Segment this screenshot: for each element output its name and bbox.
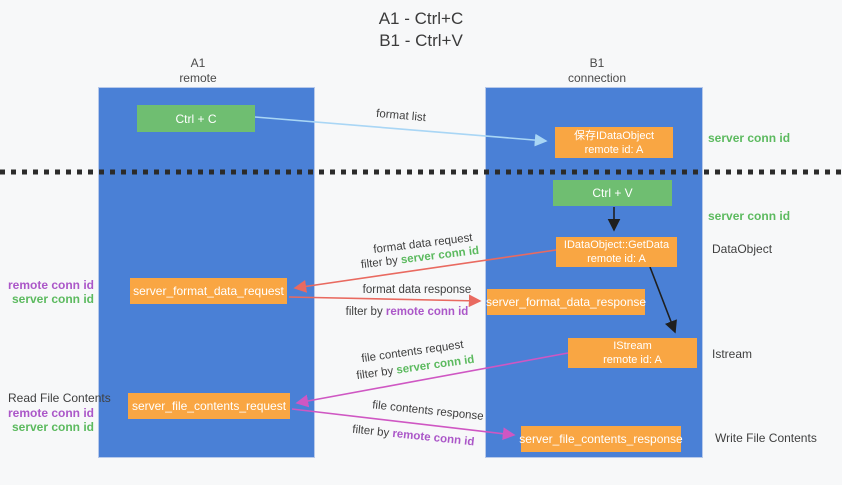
remote-conn-id-text: remote conn id: [385, 306, 469, 318]
filter-by-text: filter by: [345, 306, 386, 318]
format-list-label: format list: [375, 107, 427, 125]
istream-box: IStream remote id: A: [568, 338, 697, 368]
read-file-contents-annotation: Read File Contents: [8, 391, 111, 405]
ctrl-c-box: Ctrl + C: [137, 105, 255, 132]
right-column-header: B1 connection: [497, 56, 697, 86]
server-format-data-response-box: server_format_data_response: [485, 289, 647, 315]
left-column-name: A1: [190, 56, 206, 70]
server-conn-id-annotation-left-1: server conn id: [11, 292, 94, 306]
left-column-header: A1 remote: [98, 56, 298, 86]
right-column-subtitle: connection: [567, 71, 627, 85]
server-file-contents-response-label: server_file_contents_response: [519, 432, 683, 446]
ctrl-v-box: Ctrl + V: [553, 180, 672, 206]
format-data-response-filter-label: filter by remote conn id: [342, 305, 472, 319]
remote-conn-id-text: remote conn id: [391, 427, 475, 449]
diagram-title: A1 - Ctrl+C B1 - Ctrl+V: [300, 8, 542, 52]
server-file-contents-request-box: server_file_contents_request: [128, 393, 290, 419]
dataobject-annotation: DataObject: [712, 242, 773, 256]
remote-conn-id-annotation-left-2: remote conn id: [7, 406, 94, 420]
ctrl-c-label: Ctrl + C: [175, 111, 217, 126]
left-column-subtitle: remote: [179, 71, 217, 85]
title-line-2: B1 - Ctrl+V: [379, 31, 463, 50]
file-contents-response-filter-label: filter by remote conn id: [352, 423, 475, 450]
filter-by-text: filter by: [351, 423, 394, 440]
format-data-response-arrow: [288, 294, 482, 308]
save-idataobject-line2: remote id: A: [584, 143, 644, 156]
file-contents-response-label: file contents response: [371, 399, 485, 423]
save-idataobject-box: 保存IDataObject remote id: A: [555, 127, 673, 158]
istream-line1: IStream: [613, 340, 652, 352]
server-format-data-request-box: server_format_data_request: [130, 278, 287, 304]
server-conn-id-annotation-mid: server conn id: [708, 209, 791, 223]
write-file-contents-annotation: Write File Contents: [715, 431, 817, 445]
save-idataobject-line1: 保存IDataObject: [573, 129, 655, 142]
idataobject-getdata-box: IDataObject::GetData remote id: A: [556, 237, 677, 267]
server-conn-id-annotation-top: server conn id: [708, 131, 791, 145]
server-format-data-response-label: server_format_data_response: [485, 295, 647, 309]
format-data-response-label: format data response: [362, 284, 472, 296]
istream-line2: remote id: A: [603, 354, 662, 366]
server-file-contents-response-box: server_file_contents_response: [519, 426, 683, 452]
remote-conn-id-annotation-left-1: remote conn id: [7, 278, 94, 292]
istream-annotation: Istream: [712, 347, 753, 361]
server-file-contents-request-label: server_file_contents_request: [131, 399, 287, 413]
filter-by-text: filter by: [360, 254, 402, 272]
getdata-line2: remote id: A: [587, 253, 646, 265]
filter-by-text: filter by: [355, 364, 398, 383]
server-format-data-request-label: server_format_data_request: [133, 284, 284, 298]
ctrl-v-label: Ctrl + V: [592, 186, 633, 200]
getdata-line1: IDataObject::GetData: [563, 239, 670, 251]
right-column-name: B1: [589, 56, 605, 70]
server-conn-id-annotation-left-2: server conn id: [11, 420, 94, 434]
title-line-1: A1 - Ctrl+C: [378, 9, 464, 28]
